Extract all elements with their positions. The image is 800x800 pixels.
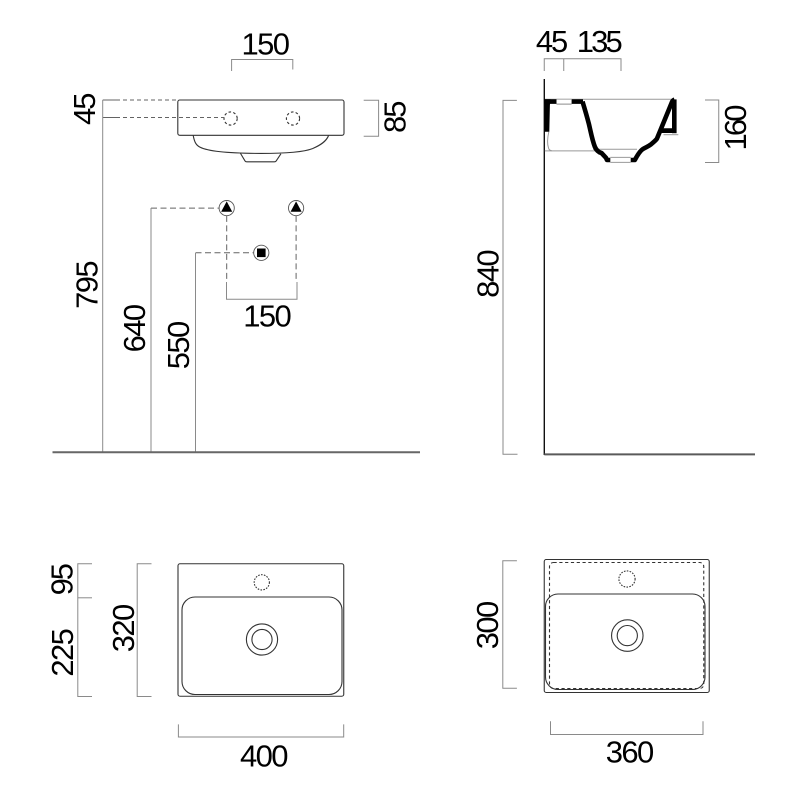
svg-text:150: 150 <box>241 27 290 62</box>
svg-text:640: 640 <box>117 304 152 353</box>
svg-text:160: 160 <box>718 105 753 151</box>
svg-text:360: 360 <box>606 735 655 770</box>
svg-text:45: 45 <box>536 24 568 59</box>
svg-text:135: 135 <box>577 24 623 59</box>
svg-text:150: 150 <box>243 299 292 334</box>
svg-text:95: 95 <box>45 563 80 595</box>
svg-text:225: 225 <box>45 628 80 677</box>
svg-text:795: 795 <box>70 260 105 309</box>
svg-text:85: 85 <box>377 101 412 133</box>
svg-text:550: 550 <box>161 321 196 370</box>
svg-text:840: 840 <box>471 249 506 298</box>
svg-text:300: 300 <box>470 601 505 650</box>
svg-text:45: 45 <box>67 93 102 125</box>
svg-text:400: 400 <box>240 738 289 773</box>
svg-text:320: 320 <box>106 604 141 653</box>
